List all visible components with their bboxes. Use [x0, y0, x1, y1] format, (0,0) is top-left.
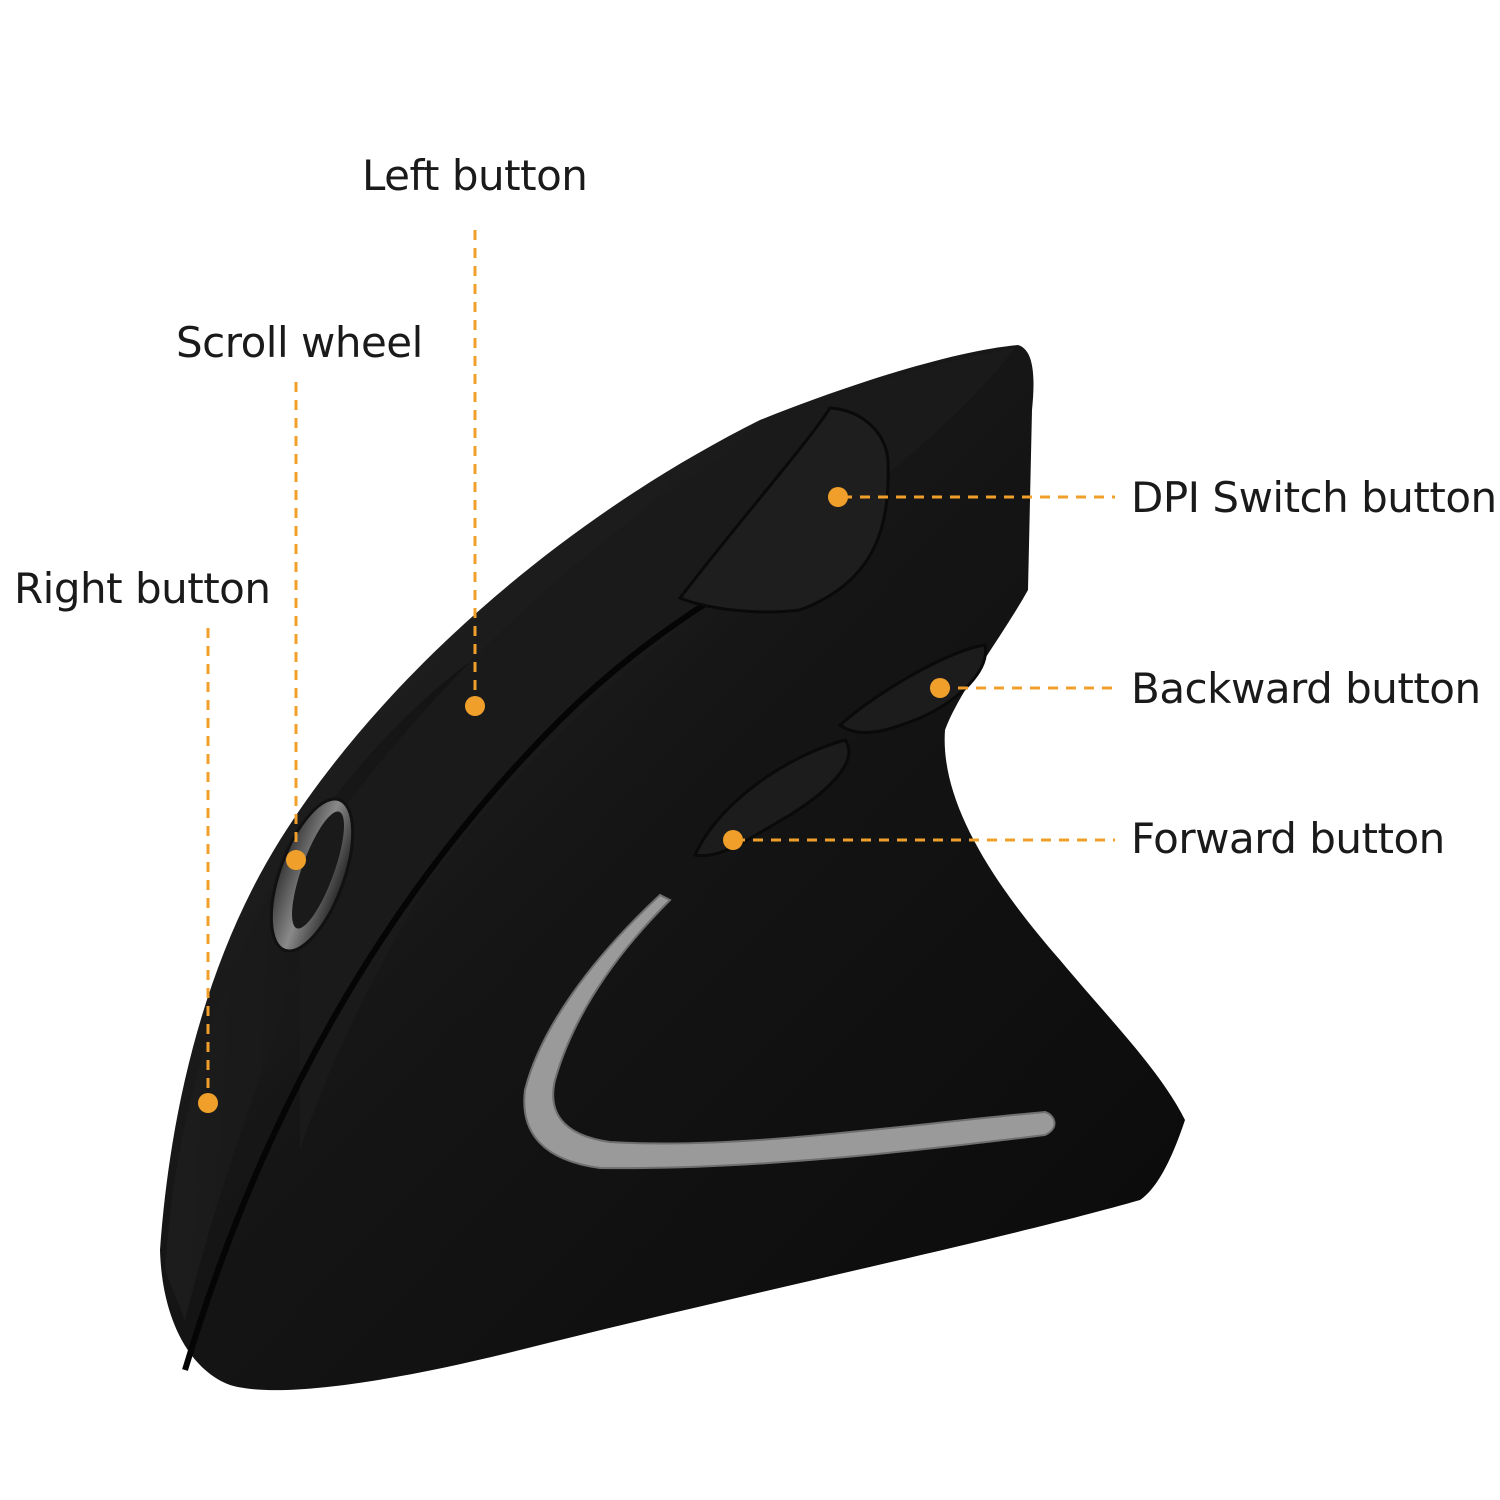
label-right-button: Right button: [14, 564, 271, 613]
dot-right-button: [198, 1093, 218, 1113]
leader-lines: [206, 230, 1115, 1098]
dot-scroll-wheel: [286, 850, 306, 870]
light-strip: [523, 893, 1056, 1170]
label-scroll-wheel: Scroll wheel: [176, 318, 423, 367]
label-forward: Forward button: [1131, 814, 1445, 863]
scroll-wheel-shape: [269, 797, 355, 953]
dot-left-button: [465, 696, 485, 716]
label-dpi-switch: DPI Switch button: [1131, 473, 1497, 522]
left-button-panel: [300, 348, 1015, 1150]
label-backward: Backward button: [1131, 664, 1481, 713]
dot-forward: [723, 830, 743, 850]
right-button-shell: [165, 640, 500, 1320]
dot-dpi-switch: [828, 487, 848, 507]
label-left-button: Left button: [362, 151, 588, 200]
dot-backward: [930, 678, 950, 698]
backward-button-shape: [837, 643, 988, 734]
dpi-switch-button: [677, 406, 890, 614]
callout-dots: [198, 487, 950, 1113]
